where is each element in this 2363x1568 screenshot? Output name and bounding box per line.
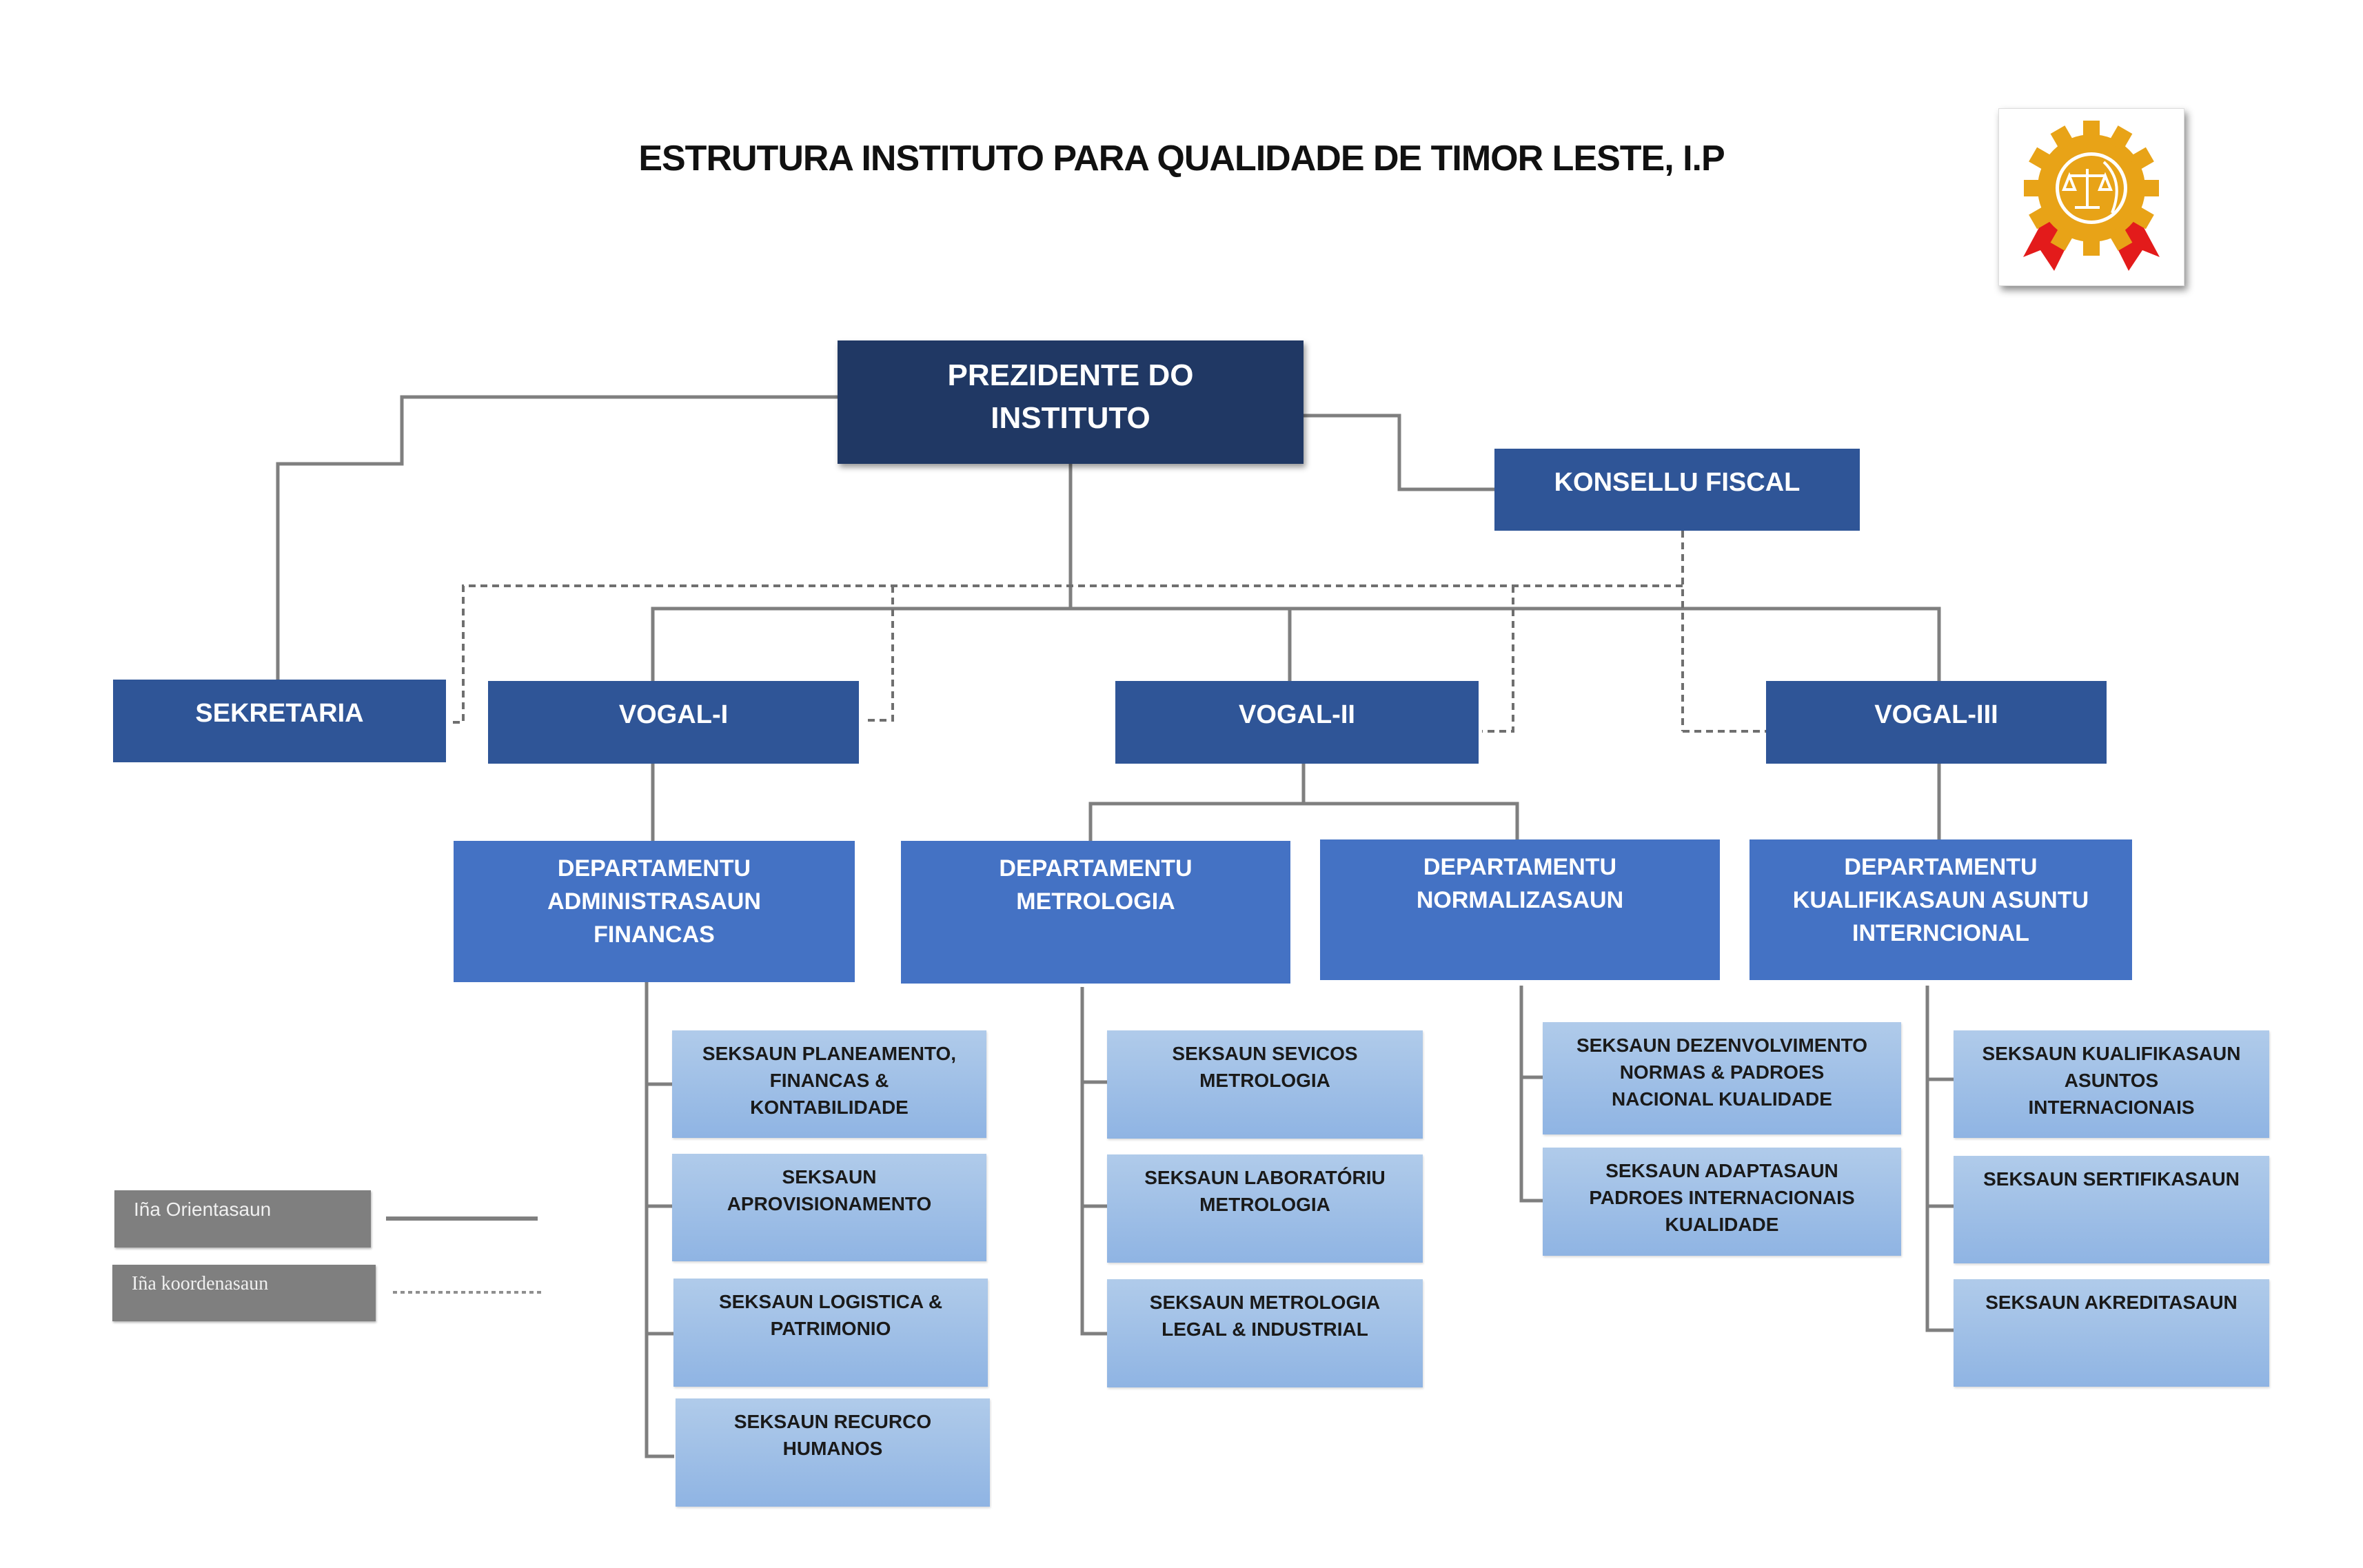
section-logistica-patrimonio[interactable]: SEKSAUN LOGISTICA & PATRIMONIO <box>673 1279 988 1387</box>
node-konsellu-fiscal-label: KONSELLU FISCAL <box>1554 468 1801 497</box>
section-adaptasaun-padroes[interactable]: SEKSAUN ADAPTASAUN PADROES INTERNACIONAI… <box>1543 1148 1901 1256</box>
line-kualifikasaun-sections <box>1925 986 1955 1332</box>
node-sekretaria[interactable]: SEKRETARIA <box>113 680 446 762</box>
section-laboratoriu-metrologia[interactable]: SEKSAUN LABORATÓRIU METROLOGIA <box>1107 1154 1423 1263</box>
section-label: SEKSAUN LOGISTICA & PATRIMONIO <box>718 1291 943 1339</box>
section-label: SEKSAUN ADAPTASAUN PADROES INTERNACIONAI… <box>1589 1160 1855 1235</box>
node-vogal-2-label: VOGAL-II <box>1239 700 1355 729</box>
dept-normalizasaun-label: DEPARTAMENTU NORMALIZASAUN <box>1416 854 1624 913</box>
institute-logo <box>1998 108 2184 286</box>
section-aprovisionamento[interactable]: SEKSAUN APROVISIONAMENTO <box>672 1154 986 1261</box>
section-label: SEKSAUN METROLOGIA LEGAL & INDUSTRIAL <box>1149 1292 1381 1340</box>
line-president-konsellu <box>1304 414 1494 491</box>
section-sertifikasaun[interactable]: SEKSAUN SERTIFIKASAUN <box>1954 1156 2269 1263</box>
dept-metrologia-label: DEPARTAMENTU METROLOGIA <box>999 855 1193 915</box>
section-sevicos-metrologia[interactable]: SEKSAUN SEVICOS METROLOGIA <box>1107 1030 1423 1139</box>
section-label: SEKSAUN DEZENVOLVIMENTO NORMAS & PADROES… <box>1576 1035 1868 1110</box>
line-normalizasaun-sections <box>1519 986 1544 1203</box>
section-label: SEKSAUN KUALIFIKASAUN ASUNTOS INTERNACIO… <box>1982 1043 2241 1118</box>
section-akreditasaun[interactable]: SEKSAUN AKREDITASAUN <box>1954 1279 2269 1387</box>
section-dezenvolvimento-normas[interactable]: SEKSAUN DEZENVOLVIMENTO NORMAS & PADROES… <box>1543 1022 1901 1134</box>
dotted-to-vogal1 <box>863 586 894 722</box>
dept-administrasaun-financas[interactable]: DEPARTAMENTU ADMINISTRASAUN FINANCAS <box>454 841 855 982</box>
section-label: SEKSAUN SEVICOS METROLOGIA <box>1172 1043 1358 1091</box>
section-recurco-humanos[interactable]: SEKSAUN RECURCO HUMANOS <box>676 1398 990 1507</box>
section-label: SEKSAUN LABORATÓRIU METROLOGIA <box>1144 1167 1386 1215</box>
section-label: SEKSAUN APROVISIONAMENTO <box>727 1166 932 1214</box>
node-vogal-3[interactable]: VOGAL-III <box>1766 681 2107 764</box>
node-prezidente-label: PREZIDENTE DO INSTITUTO <box>947 358 1194 435</box>
line-vogal2-bus <box>1088 802 1519 841</box>
node-vogal-1-label: VOGAL-I <box>618 700 729 729</box>
line-admin-sections <box>645 982 674 1458</box>
node-sekretaria-label: SEKRETARIA <box>195 699 364 728</box>
chart-title: ESTRUTURA INSTITUTO PARA QUALIDADE DE TI… <box>638 139 1725 179</box>
dotted-to-vogal2 <box>1482 586 1514 733</box>
dept-normalizasaun[interactable]: DEPARTAMENTU NORMALIZASAUN <box>1320 839 1720 980</box>
node-vogal-3-label: VOGAL-III <box>1874 700 1998 729</box>
legend-solid-label: Iña Orientasaun <box>114 1190 371 1248</box>
node-vogal-1[interactable]: VOGAL-I <box>488 681 859 764</box>
node-prezidente[interactable]: PREZIDENTE DO INSTITUTO <box>838 340 1304 464</box>
section-label: SEKSAUN RECURCO HUMANOS <box>733 1411 932 1459</box>
dept-kualifikasaun-asuntu-internacional[interactable]: DEPARTAMENTU KUALIFIKASAUN ASUNTU INTERN… <box>1750 839 2132 980</box>
section-kualifikasaun-asuntos[interactable]: SEKSAUN KUALIFIKASAUN ASUNTOS INTERNACIO… <box>1954 1030 2269 1138</box>
section-planeamento-financas[interactable]: SEKSAUN PLANEAMENTO, FINANCAS & KONTABIL… <box>672 1030 986 1138</box>
node-konsellu-fiscal[interactable]: KONSELLU FISCAL <box>1494 449 1860 531</box>
dept-kualifikasaun-label: DEPARTAMENTU KUALIFIKASAUN ASUNTU INTERN… <box>1792 854 2089 946</box>
section-label: SEKSAUN SERTIFIKASAUN <box>1983 1168 2240 1190</box>
line-metrologia-sections <box>1080 987 1108 1336</box>
legend-dotted-label: Iña koordenasaun <box>112 1265 376 1321</box>
legend-solid-text: Iña Orientasaun <box>134 1199 272 1220</box>
dept-metrologia[interactable]: DEPARTAMENTU METROLOGIA <box>901 841 1290 984</box>
section-label: SEKSAUN PLANEAMENTO, FINANCAS & KONTABIL… <box>702 1043 957 1118</box>
line-president-sekretaria <box>276 395 838 680</box>
line-vogal-bus <box>651 607 1941 681</box>
legend-dotted-text: Iña koordenasaun <box>132 1273 269 1294</box>
section-label: SEKSAUN AKREDITASAUN <box>1985 1292 2238 1313</box>
node-vogal-2[interactable]: VOGAL-II <box>1115 681 1479 764</box>
section-metrologia-legal-industrial[interactable]: SEKSAUN METROLOGIA LEGAL & INDUSTRIAL <box>1107 1279 1423 1387</box>
dept-administrasaun-financas-label: DEPARTAMENTU ADMINISTRASAUN FINANCAS <box>547 855 761 948</box>
gear-scales-ribbon-icon <box>2023 121 2160 271</box>
